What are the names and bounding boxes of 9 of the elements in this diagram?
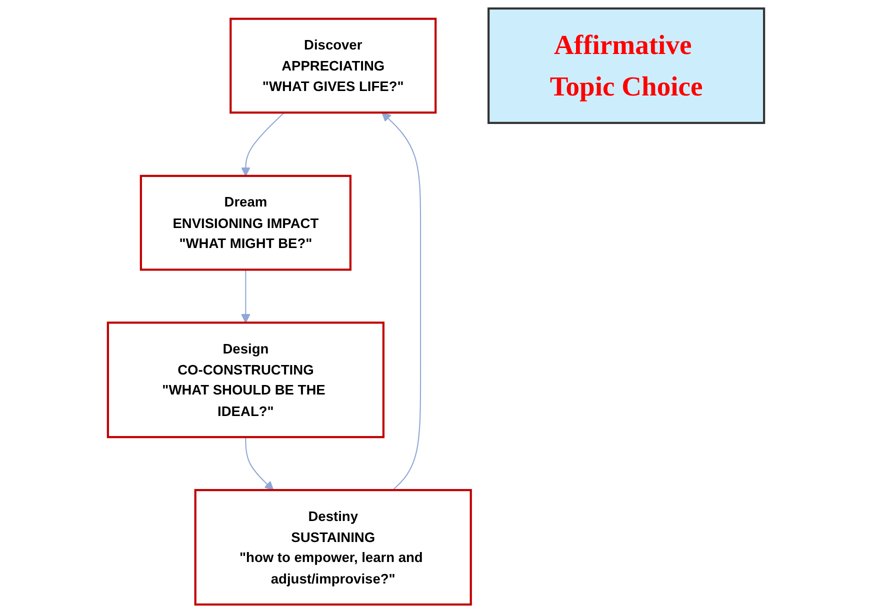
node-box: Design CO-CONSTRUCTING "WHAT SHOULD BE THE IDEAL?": [106, 322, 384, 438]
arrow: [245, 437, 274, 490]
node-box: Affirmative Topic Choice: [488, 7, 766, 124]
arrow: [241, 270, 250, 324]
arrow: [241, 112, 284, 176]
node-box: Dream ENVISIONING IMPACT "WHAT MIGHT BE?": [140, 174, 352, 271]
node-box: Destiny SUSTAINING "how to empower, learn and adjust/improvise?": [194, 489, 472, 606]
node-box: Discover APPRECIATING "WHAT GIVES LIFE?": [230, 18, 437, 114]
arrow: [382, 112, 422, 490]
